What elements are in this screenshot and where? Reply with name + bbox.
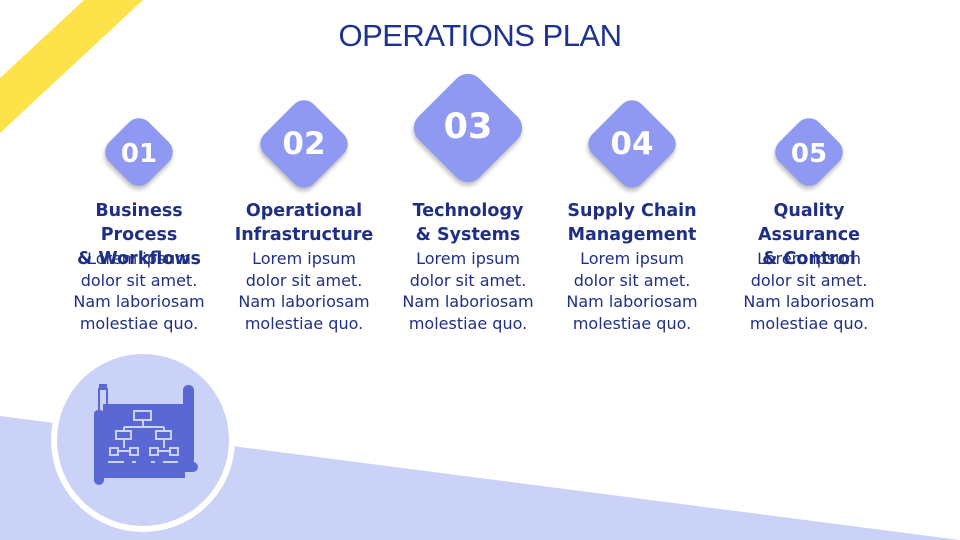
step-3-number: 03 bbox=[443, 107, 493, 147]
yellow-diagonal-stripe bbox=[0, 0, 143, 133]
step-4-number: 04 bbox=[610, 126, 654, 162]
step-2-number: 02 bbox=[282, 126, 326, 162]
step-1-title: Business Process & Workflows bbox=[77, 201, 201, 269]
step-1-number: 01 bbox=[120, 139, 158, 169]
step-5-number: 05 bbox=[790, 139, 828, 169]
step-4-title: Supply Chain Management bbox=[567, 201, 697, 245]
blueprint-flowchart-icon bbox=[94, 384, 198, 485]
step-2-title: Operational Infrastructure bbox=[234, 201, 374, 245]
bottom-lavender-shape bbox=[0, 416, 960, 540]
step-3-title: Technology & Systems bbox=[412, 201, 524, 245]
page-title: OPERATIONS PLAN bbox=[338, 18, 622, 53]
step-5-title: Quality Assurance & Control bbox=[758, 201, 860, 269]
